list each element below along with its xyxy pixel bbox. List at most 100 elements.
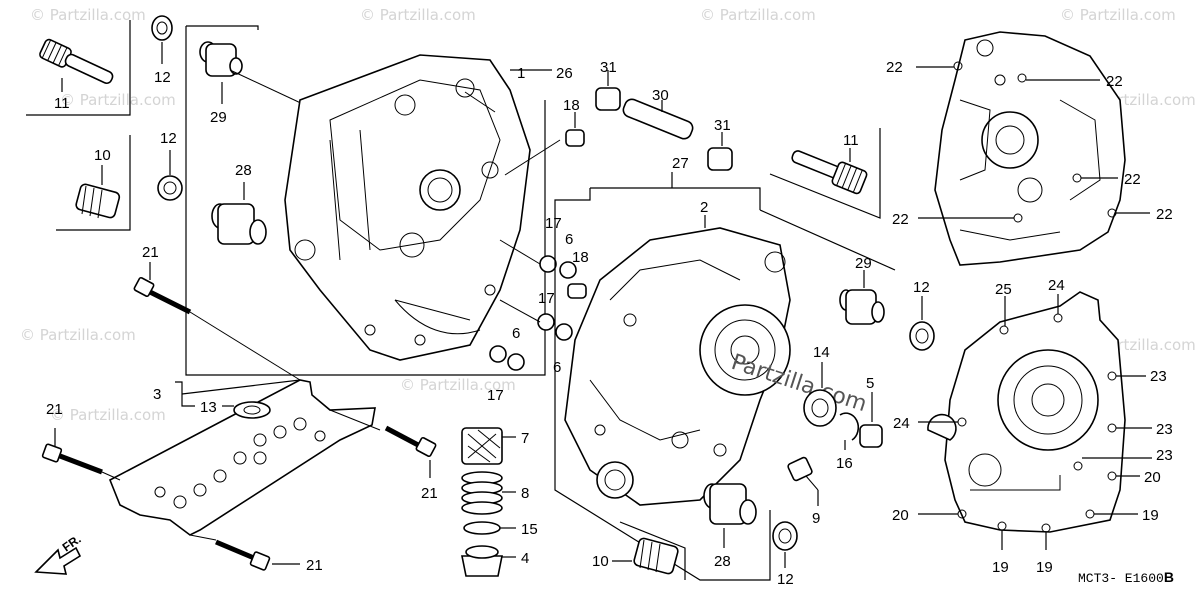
pipe-part-30 [622, 98, 694, 140]
part-label: 22 [1106, 73, 1123, 90]
part-label: 28 [714, 553, 731, 570]
watermark: © Partzilla.com [360, 6, 476, 24]
part-label: 23 [1150, 368, 1167, 385]
part-label: 17 [545, 215, 562, 232]
bolt-part-21-right [329, 409, 437, 478]
part-label: 14 [813, 344, 830, 361]
o-ring-part-15 [463, 521, 516, 535]
part-label: 13 [200, 399, 217, 416]
part-label: 18 [572, 249, 589, 266]
part-label: 29 [855, 255, 872, 272]
part-label: 19 [992, 559, 1009, 576]
part-label: 19 [1036, 559, 1053, 576]
diagram-code-suffix: B [1164, 569, 1174, 585]
bushing-part-29-left [199, 41, 306, 106]
part-label: 22 [1156, 206, 1173, 223]
seal-part-12-left [157, 150, 183, 201]
right-crankcase-assembly-27 [554, 172, 896, 581]
dowel-part-18-upper [504, 112, 585, 176]
collar-part-5 [859, 392, 883, 448]
part-label: 22 [1124, 171, 1141, 188]
upper-right-cover [916, 31, 1150, 266]
diagram-code-main: MCT3- E1600 [1078, 571, 1164, 586]
part-label: 21 [306, 557, 323, 574]
part-label: 6 [565, 231, 573, 248]
part-label: 18 [563, 97, 580, 114]
seal-part-12-right [909, 296, 935, 351]
part-label: 7 [521, 430, 529, 447]
part-label: 31 [600, 59, 617, 76]
watermark: © Partzilla.com [700, 6, 816, 24]
collar-part-31-right [707, 132, 733, 171]
part-label: 11 [843, 132, 859, 149]
part-label: 21 [46, 401, 63, 418]
part-label: 3 [153, 386, 161, 403]
part-label: 17 [538, 290, 555, 307]
watermark: © Partzilla.com [20, 326, 136, 344]
seal-part-12-bottom [772, 521, 798, 568]
seal-part-14 [803, 362, 837, 427]
part-label: 5 [866, 375, 874, 392]
part-label: 23 [1156, 447, 1173, 464]
part-label: 10 [592, 553, 609, 570]
part-label: 29 [210, 109, 227, 126]
part-label: 12 [913, 279, 930, 296]
part-label: 22 [892, 211, 909, 228]
collar-part-31-left [595, 70, 621, 111]
spring-part-8 [461, 471, 516, 515]
part-label: 2 [700, 199, 708, 216]
part-label: 12 [777, 571, 794, 588]
part-label: 15 [521, 521, 538, 538]
bolt-part-21-left [41, 428, 121, 481]
strainer-part-7 [461, 427, 516, 465]
part-label: 19 [1142, 507, 1159, 524]
bushing-part-28-right [703, 483, 757, 548]
part-label: 16 [836, 455, 853, 472]
front-direction-arrow: FR. [34, 532, 84, 575]
gear-part-10-left [56, 135, 131, 231]
bushing-part-29-right [839, 270, 885, 325]
circlip-part-16 [839, 412, 860, 450]
part-label: 9 [812, 510, 820, 527]
part-label: 27 [672, 155, 689, 172]
watermark: © Partzilla.com [1060, 6, 1176, 24]
part-label: 6 [512, 325, 520, 342]
washers-17-6-18 [489, 239, 587, 371]
bolt-part-21-bottom [189, 534, 300, 571]
part-label: 1 [517, 65, 525, 82]
part-label: 31 [714, 117, 731, 134]
part-label: 6 [553, 359, 561, 376]
drain-cap-part-4 [461, 545, 516, 577]
part-label: 11 [54, 95, 70, 112]
part-label: 24 [1048, 277, 1065, 294]
part-label: 17 [487, 387, 504, 404]
part-label: 28 [235, 162, 252, 179]
switch-part-9 [787, 456, 819, 506]
part-label: 21 [421, 485, 438, 502]
shaft-part-11-right [769, 128, 881, 219]
part-label: 4 [521, 550, 529, 567]
watermark: © Partzilla.com [50, 406, 166, 424]
watermark: © Partzilla.com [60, 91, 176, 109]
part-label: 8 [521, 485, 529, 502]
bolt-part-21-upper [133, 262, 301, 381]
part-label: 23 [1156, 421, 1173, 438]
part-label: 26 [556, 65, 573, 82]
part-label: 24 [893, 415, 910, 432]
part-label: 10 [94, 147, 111, 164]
lower-right-cover [918, 291, 1152, 550]
shaft-part-11-left [26, 20, 131, 116]
diagram-code: MCT3- E1600B [1078, 569, 1174, 586]
gear-part-10-bottom [612, 521, 686, 580]
part-label: 21 [142, 244, 159, 261]
stand-bracket-part-3 [108, 379, 376, 536]
left-crankcase-assembly-26 [185, 25, 552, 376]
part-label: 12 [160, 130, 177, 147]
part-label: 12 [154, 69, 171, 86]
front-marker: FR. [60, 532, 84, 555]
watermark: © Partzilla.com [400, 376, 516, 394]
seal-part-12-top [151, 15, 173, 64]
bushing-part-28-left [211, 182, 267, 245]
part-label: 20 [892, 507, 909, 524]
